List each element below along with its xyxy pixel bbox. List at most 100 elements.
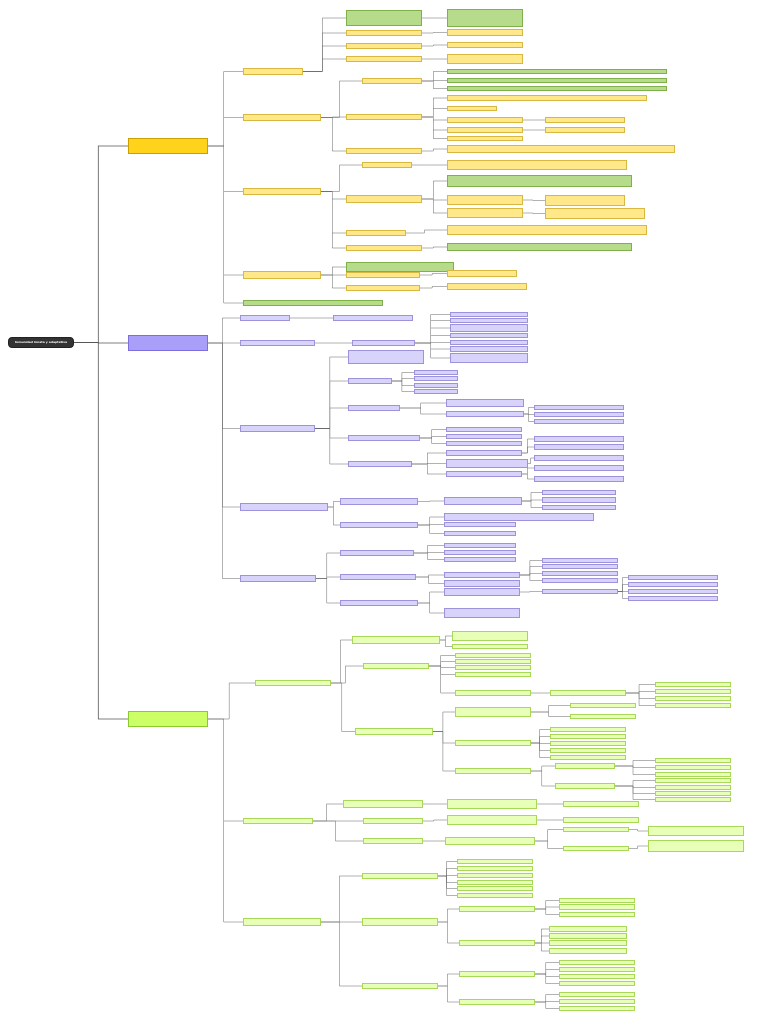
node-p4b1[interactable] xyxy=(444,513,594,521)
node-p3d1[interactable] xyxy=(446,427,522,432)
node-y3b2[interactable] xyxy=(447,195,523,205)
root-node[interactable]: Inmunidad innata y adaptativa xyxy=(8,337,74,348)
node-g2c1b[interactable] xyxy=(563,846,629,851)
node-p5b1c[interactable] xyxy=(542,571,618,576)
node-p5a1[interactable] xyxy=(444,543,516,548)
node-g1c1a[interactable] xyxy=(570,703,636,708)
node-y3d[interactable] xyxy=(346,245,422,251)
node-p5c[interactable] xyxy=(340,600,418,606)
node-y2b4[interactable] xyxy=(447,127,523,133)
node-p5c1a[interactable] xyxy=(542,589,618,594)
node-p2[interactable] xyxy=(240,340,315,346)
node-g1c3b2[interactable] xyxy=(655,785,731,790)
node-g1c3a2[interactable] xyxy=(655,765,731,770)
node-y1d1[interactable] xyxy=(447,54,523,64)
node-p3e[interactable] xyxy=(348,461,412,467)
node-g1b4[interactable] xyxy=(455,672,531,677)
node-p5c1[interactable] xyxy=(444,588,520,596)
node-g1c1b[interactable] xyxy=(570,714,636,719)
node-p3c2a[interactable] xyxy=(534,405,624,410)
node-g1c3b3[interactable] xyxy=(655,791,731,796)
node-y3b1[interactable] xyxy=(447,175,632,187)
node-p3b3[interactable] xyxy=(414,383,458,388)
node-p3d2[interactable] xyxy=(446,434,522,439)
node-g2c1[interactable] xyxy=(445,837,535,845)
node-y2b4a[interactable] xyxy=(545,127,625,133)
node-y3[interactable] xyxy=(243,188,321,195)
node-y3b[interactable] xyxy=(346,195,422,203)
node-b1[interactable] xyxy=(128,138,208,154)
node-y1c1[interactable] xyxy=(447,42,523,48)
node-g1c1[interactable] xyxy=(455,707,531,717)
node-b3[interactable] xyxy=(128,711,208,727)
node-g1c3b4[interactable] xyxy=(655,797,731,802)
node-y2b3[interactable] xyxy=(447,117,523,123)
node-g1b5a[interactable] xyxy=(550,690,626,696)
node-p3e1[interactable] xyxy=(446,450,522,456)
node-y1c[interactable] xyxy=(346,43,422,49)
node-p3c2b[interactable] xyxy=(534,412,624,417)
node-p3b[interactable] xyxy=(348,378,392,384)
node-g1a2[interactable] xyxy=(452,644,528,649)
node-p5b1[interactable] xyxy=(444,572,520,578)
node-p3d3[interactable] xyxy=(446,441,522,446)
node-y3a1[interactable] xyxy=(447,160,627,170)
node-p3e2a[interactable] xyxy=(534,455,624,461)
node-y2a3[interactable] xyxy=(447,86,667,91)
node-p4a1c[interactable] xyxy=(542,505,616,510)
node-y2a2[interactable] xyxy=(447,78,667,83)
node-g1c2d[interactable] xyxy=(550,748,626,753)
node-g1c2a[interactable] xyxy=(550,727,626,732)
node-y1b1[interactable] xyxy=(447,29,523,36)
node-g1a1[interactable] xyxy=(452,631,528,641)
node-g2a1a[interactable] xyxy=(563,801,639,807)
node-p4b2[interactable] xyxy=(444,522,516,527)
node-p3[interactable] xyxy=(240,425,315,432)
node-y1a1[interactable] xyxy=(447,9,523,27)
node-p5[interactable] xyxy=(240,575,316,582)
node-g1c3a1[interactable] xyxy=(655,758,731,763)
node-g1a[interactable] xyxy=(352,636,440,644)
node-p5a2[interactable] xyxy=(444,550,516,555)
node-y1b[interactable] xyxy=(346,30,422,36)
node-p3b2[interactable] xyxy=(414,376,458,381)
node-g1b2[interactable] xyxy=(455,659,531,664)
node-g3a5[interactable] xyxy=(457,886,533,891)
node-y2b[interactable] xyxy=(346,114,422,120)
node-p3c2[interactable] xyxy=(446,411,524,417)
node-g1c3a[interactable] xyxy=(555,763,615,769)
node-p3c1[interactable] xyxy=(446,399,524,407)
node-p3e3a[interactable] xyxy=(534,465,624,471)
node-g3c2b[interactable] xyxy=(559,999,635,1004)
node-p4a1b[interactable] xyxy=(542,497,616,503)
node-g3b[interactable] xyxy=(362,918,438,926)
node-g3[interactable] xyxy=(243,918,321,926)
node-y4c[interactable] xyxy=(346,285,420,291)
node-g1b3[interactable] xyxy=(455,665,531,670)
node-g3b2a[interactable] xyxy=(549,926,627,932)
node-g2c[interactable] xyxy=(363,838,423,844)
node-g3a4[interactable] xyxy=(457,880,533,885)
node-y4b[interactable] xyxy=(346,272,420,278)
node-p4a[interactable] xyxy=(340,498,418,505)
node-g2a[interactable] xyxy=(343,800,423,808)
node-b2[interactable] xyxy=(128,335,208,351)
node-g1b5a2[interactable] xyxy=(655,689,731,694)
node-g1c2e[interactable] xyxy=(550,755,626,760)
node-p4a1[interactable] xyxy=(444,497,522,505)
node-p4[interactable] xyxy=(240,503,328,511)
node-y3c[interactable] xyxy=(346,230,406,236)
node-g2b1[interactable] xyxy=(447,815,537,825)
node-g2b[interactable] xyxy=(363,818,423,824)
node-g1c2b[interactable] xyxy=(550,734,626,739)
node-g3c1[interactable] xyxy=(459,971,535,977)
node-p5c2[interactable] xyxy=(444,608,520,618)
node-p5c1a4[interactable] xyxy=(628,596,718,601)
node-g1b5a1[interactable] xyxy=(655,682,731,687)
node-g1c[interactable] xyxy=(355,728,433,735)
node-g1[interactable] xyxy=(255,680,331,686)
node-p1a[interactable] xyxy=(333,315,413,321)
node-g3b1a[interactable] xyxy=(559,898,635,903)
node-p3c2c[interactable] xyxy=(534,419,624,424)
node-g3c1d[interactable] xyxy=(559,981,635,986)
